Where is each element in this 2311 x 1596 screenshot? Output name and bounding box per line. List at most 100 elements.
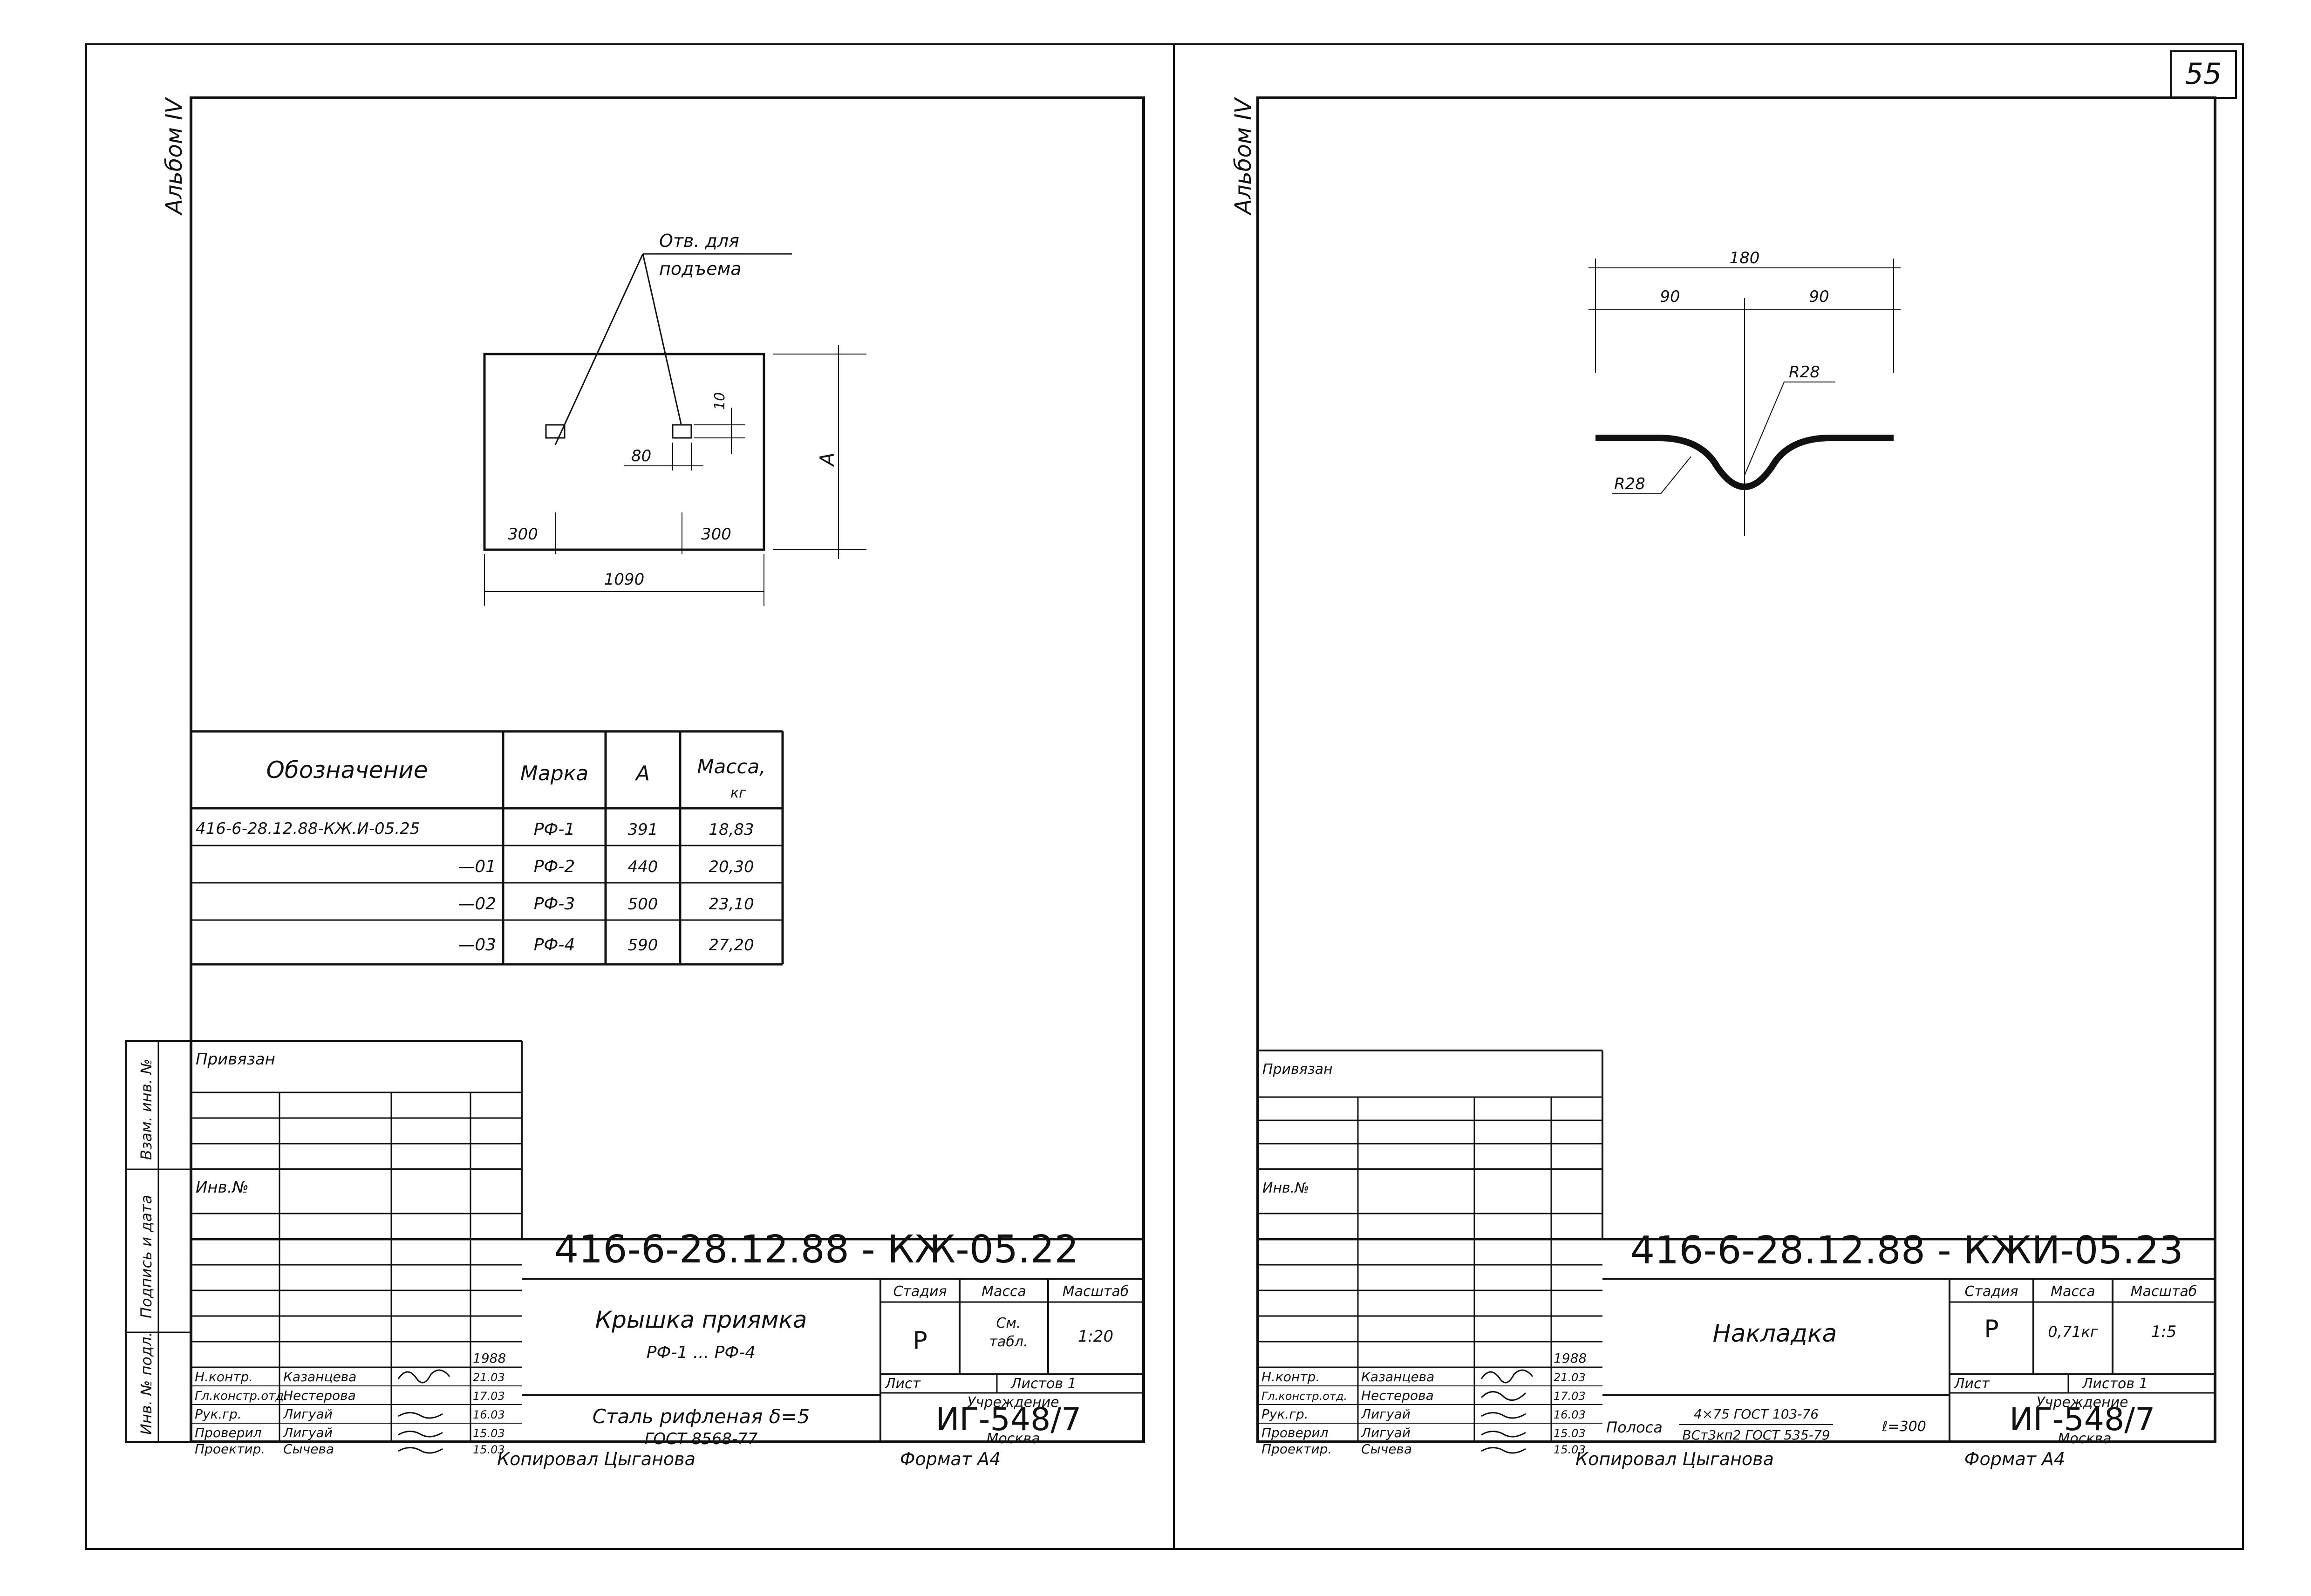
mass-label: Масса	[2051, 1283, 2095, 1300]
svg-text:18,83: 18,83	[709, 820, 754, 839]
right-inner-frame	[1256, 96, 2216, 1443]
hole-note-line2: подъема	[659, 259, 742, 279]
svg-text:17.03: 17.03	[473, 1390, 505, 1403]
signature-mark	[398, 1447, 443, 1454]
material-prefix: Полоса	[1606, 1419, 1663, 1436]
sheets-label: Листов 1	[2082, 1376, 2148, 1392]
city-label: Москва	[987, 1431, 1040, 1447]
svg-text:—03: —03	[458, 935, 496, 955]
svg-text:16.03: 16.03	[473, 1408, 505, 1421]
mass-value-line1: См.	[996, 1315, 1021, 1331]
material-line1: Сталь рифленая δ=5	[593, 1405, 810, 1428]
svg-text:Лигуай: Лигуай	[283, 1425, 333, 1440]
svg-text:Н.контр.: Н.контр.	[195, 1369, 253, 1385]
stage-label: Стадия	[1964, 1283, 2018, 1300]
drawing-title-line1: Крышка приямка	[595, 1306, 807, 1333]
scale-label: Масштаб	[1063, 1283, 1129, 1300]
page-number-box: 55	[2170, 50, 2237, 99]
stage-value: Р	[913, 1327, 927, 1355]
svg-text:416-6-28.12.88-КЖ.И-05.25: 416-6-28.12.88-КЖ.И-05.25	[196, 819, 420, 838]
sheet-label: Лист	[885, 1376, 921, 1392]
svg-text:27,20: 27,20	[709, 936, 754, 955]
svg-text:Проектир.: Проектир.	[195, 1441, 265, 1457]
dim-slot-width: 80	[631, 447, 651, 465]
material-line2: ВСт3кп2 ГОСТ 535-79	[1682, 1427, 1830, 1443]
stage-label: Стадия	[893, 1283, 947, 1300]
scale-value: 1:20	[1078, 1327, 1113, 1346]
right-title-block: Привязан Инв.№ 1988 Н.контр. Казанцева 2…	[1258, 1050, 2215, 1469]
left-side-strip: Взам. инв. № Подпись и дата Инв. № подл.	[125, 1040, 192, 1443]
svg-text:20,30: 20,30	[709, 858, 754, 876]
stamp-year: 1988	[473, 1350, 506, 1366]
table-row: —01 РФ-2 440 20,30	[458, 857, 754, 876]
signature-mark	[398, 1431, 443, 1438]
left-title-block: Привязан Инв.№ 1988 Н.контр. Казанцева 2…	[191, 1040, 1144, 1469]
svg-text:Нестерова: Нестерова	[283, 1388, 356, 1403]
svg-text:Проверил: Проверил	[195, 1425, 262, 1440]
stamp-person-row: Рук.гр. Лигуай 16.03	[195, 1406, 505, 1422]
inv-label: Инв.№	[1262, 1180, 1309, 1196]
svg-text:Лигуай: Лигуай	[1361, 1425, 1411, 1440]
table-row: —03 РФ-4 590 27,20	[458, 935, 754, 955]
drawing-title-line2: РФ-1 ... РФ-4	[647, 1343, 756, 1362]
stamp-person-row: Гл.констр.отд. Нестерова 17.03	[195, 1388, 505, 1403]
material-line1: 4×75 ГОСТ 103-76	[1694, 1406, 1819, 1422]
scale-value: 1:5	[2151, 1323, 2177, 1341]
drawing-code: 416-6-28.12.88 - КЖИ-05.23	[1630, 1228, 2183, 1273]
svg-text:Рук.гр.: Рук.гр.	[1261, 1406, 1309, 1422]
org-code: ИГ-548/7	[936, 1401, 1082, 1438]
stamp-person-row: Проектир. Сычева 15.03	[1261, 1441, 1586, 1457]
left-inner-frame	[190, 96, 1145, 1443]
stamp-person-row: Н.контр. Казанцева 21.03	[1261, 1369, 1586, 1385]
mass-table: Обозначение Марка А Масса, кг 416-6-28.1…	[191, 730, 784, 966]
svg-text:21.03: 21.03	[1554, 1371, 1586, 1384]
mass-value-line2: табл.	[989, 1334, 1028, 1350]
hole-leader-right	[642, 253, 682, 424]
dim-total-width: 180	[1730, 249, 1760, 267]
stamp-person-row: Проектир. Сычева 15.03	[195, 1441, 505, 1457]
dim-right-half: 90	[1809, 287, 1829, 306]
signature-mark	[1480, 1391, 1527, 1401]
scale-label: Масштаб	[2131, 1283, 2197, 1300]
svg-text:РФ-3: РФ-3	[534, 894, 575, 914]
left-sheet: Альбом IV Отв. для подъема 10 80	[125, 96, 1145, 1469]
stage-value: Р	[1984, 1315, 1998, 1343]
svg-text:Гл.констр.отд.: Гл.констр.отд.	[1261, 1390, 1347, 1403]
signature-mark	[398, 1412, 443, 1419]
material-line2: ГОСТ 8568-77	[644, 1430, 757, 1448]
svg-text:15.03: 15.03	[473, 1443, 505, 1456]
outer-frame	[85, 43, 2244, 1550]
table-header-mass: Масса,	[697, 755, 765, 778]
svg-text:23,10: 23,10	[709, 895, 754, 914]
side-label-signature: Подпись и дата	[137, 1195, 155, 1318]
copied-by: Копировал Цыганова	[497, 1449, 695, 1469]
dim-overall-width: 1090	[604, 570, 645, 589]
right-sheet: Альбом IV 180 90 90 R28 R28	[1230, 96, 2216, 1469]
svg-text:391: 391	[628, 820, 658, 839]
svg-text:Гл.констр.отд.: Гл.констр.отд.	[195, 1389, 287, 1403]
table-header-designation: Обозначение	[266, 757, 428, 784]
dim-right-offset: 300	[701, 525, 731, 544]
stamp-person-row: Проверил Лигуай 15.03	[195, 1425, 505, 1440]
svg-text:15.03: 15.03	[1554, 1443, 1586, 1456]
svg-text:440: 440	[628, 858, 658, 876]
signature-mark	[1480, 1369, 1534, 1384]
table-header-mark: Марка	[520, 762, 588, 785]
format-label: Формат А4	[900, 1449, 1001, 1469]
plate-drawing: Отв. для подъема 10 80 А 300	[483, 231, 866, 606]
dim-radius-top: R28	[1789, 363, 1820, 382]
svg-text:Казанцева: Казанцева	[1361, 1369, 1434, 1385]
dim-left-offset: 300	[508, 525, 538, 544]
lifting-slot-right	[672, 424, 692, 439]
svg-text:Лигуай: Лигуай	[1361, 1406, 1411, 1422]
page-number: 55	[2185, 57, 2222, 91]
svg-text:500: 500	[628, 895, 658, 914]
svg-text:Рук.гр.: Рук.гр.	[195, 1406, 242, 1422]
svg-text:—01: —01	[458, 857, 496, 876]
svg-text:Сычева: Сычева	[283, 1441, 334, 1457]
svg-text:17.03: 17.03	[1554, 1390, 1586, 1403]
city-label: Москва	[2058, 1431, 2112, 1447]
stamp-person-row: Гл.констр.отд. Нестерова 17.03	[1261, 1388, 1586, 1403]
stamp-year: 1988	[1554, 1350, 1587, 1366]
